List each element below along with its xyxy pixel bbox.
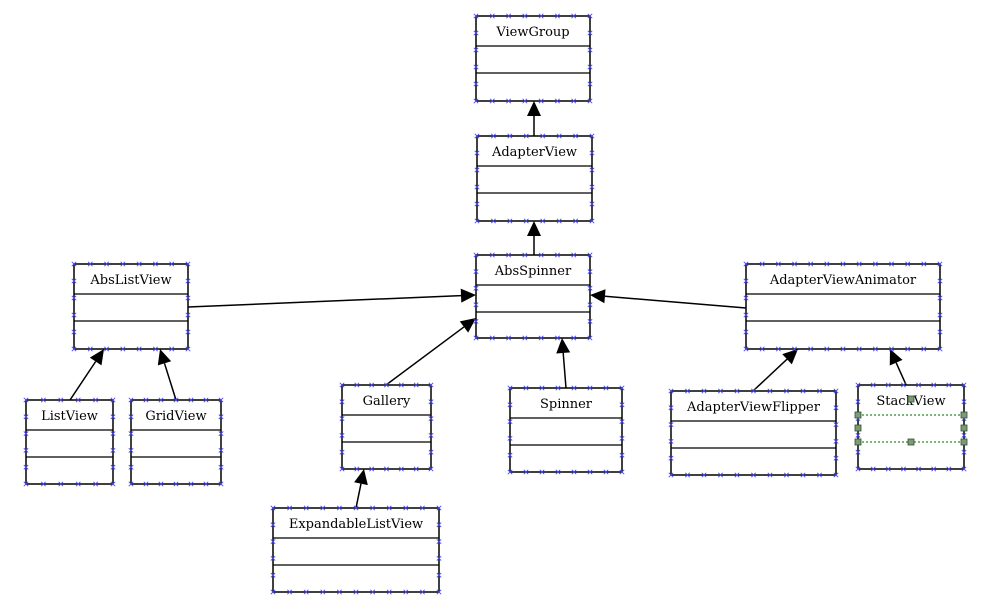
connection-points xyxy=(473,13,593,104)
connection-points xyxy=(855,382,967,472)
class-box-frame[interactable] xyxy=(475,254,591,339)
edge-list-view-to-abs-list-view[interactable] xyxy=(69,349,104,401)
generalization-line[interactable] xyxy=(604,295,747,309)
generalization-line[interactable] xyxy=(163,363,177,401)
class-name: GridView xyxy=(145,409,206,424)
generalization-line[interactable] xyxy=(385,326,465,386)
class-boxes: ViewGroupAdapterViewAbsSpinnerAbsListVie… xyxy=(23,13,968,595)
class-box-grid-view[interactable]: GridView xyxy=(128,397,224,487)
arrowhead-icon xyxy=(89,349,104,366)
class-box-frame[interactable] xyxy=(25,399,114,485)
class-box-frame[interactable] xyxy=(130,399,222,485)
generalization-edges xyxy=(69,101,913,509)
resize-handle[interactable] xyxy=(907,395,915,403)
class-name: AdapterView xyxy=(491,145,577,160)
class-box-adapter-view[interactable]: AdapterView xyxy=(474,133,595,224)
class-name: AbsListView xyxy=(89,273,171,288)
connection-points xyxy=(71,261,191,352)
resize-handle[interactable] xyxy=(960,424,968,432)
class-name: ListView xyxy=(41,409,98,424)
arrowhead-icon xyxy=(460,288,476,303)
resize-handle[interactable] xyxy=(854,411,862,419)
class-name: Gallery xyxy=(363,394,411,409)
class-box-list-view[interactable]: ListView xyxy=(23,397,116,487)
class-box-frame[interactable] xyxy=(745,263,941,350)
edge-spinner-to-abs-spinner[interactable] xyxy=(556,338,571,389)
connection-points xyxy=(128,397,224,487)
arrowhead-icon xyxy=(590,289,606,304)
class-name: Spinner xyxy=(540,397,593,412)
edge-adapter-view-animator-to-abs-spinner[interactable] xyxy=(590,289,747,309)
edge-abs-spinner-to-adapter-view[interactable] xyxy=(527,221,541,255)
resize-handle[interactable] xyxy=(907,438,915,446)
class-box-frame[interactable] xyxy=(476,135,593,222)
edge-adapter-view-to-view-group[interactable] xyxy=(527,101,541,136)
generalization-line[interactable] xyxy=(562,352,567,389)
class-box-frame[interactable] xyxy=(73,263,189,350)
generalization-line[interactable] xyxy=(355,483,362,509)
edge-abs-list-view-to-abs-spinner[interactable] xyxy=(187,288,476,308)
connection-points xyxy=(339,382,434,472)
arrowhead-icon xyxy=(527,101,541,116)
class-box-gallery[interactable]: Gallery xyxy=(339,382,434,472)
resize-handle[interactable] xyxy=(960,411,968,419)
class-box-abs-list-view[interactable]: AbsListView xyxy=(71,261,191,352)
class-box-expandable-list-view[interactable]: ExpandableListView xyxy=(270,505,442,595)
edge-grid-view-to-abs-list-view[interactable] xyxy=(157,349,177,401)
arrowhead-icon xyxy=(782,349,798,365)
class-box-frame[interactable] xyxy=(341,384,432,470)
class-box-view-group[interactable]: ViewGroup xyxy=(473,13,593,104)
arrowhead-icon xyxy=(527,221,541,236)
connection-points xyxy=(668,388,839,478)
edge-gallery-to-abs-spinner[interactable] xyxy=(385,318,476,386)
connection-points xyxy=(23,397,116,487)
class-box-frame[interactable] xyxy=(509,387,623,473)
connection-points xyxy=(473,252,593,341)
class-box-adapter-view-flipper[interactable]: AdapterViewFlipper xyxy=(668,388,839,478)
class-name: AdapterViewFlipper xyxy=(686,400,821,415)
resize-handle[interactable] xyxy=(854,424,862,432)
arrowhead-icon xyxy=(459,318,476,333)
generalization-line[interactable] xyxy=(187,294,462,308)
class-name: ExpandableListView xyxy=(289,517,423,532)
class-name: AdapterViewAnimator xyxy=(769,273,917,288)
class-box-frame[interactable] xyxy=(272,507,440,593)
connection-points xyxy=(743,261,943,352)
generalization-line[interactable] xyxy=(752,358,788,392)
class-box-frame[interactable] xyxy=(475,15,591,102)
class-box-spinner[interactable]: Spinner xyxy=(507,385,625,475)
connection-points xyxy=(474,133,595,224)
class-box-frame[interactable] xyxy=(670,390,837,476)
resize-handle[interactable] xyxy=(854,438,862,446)
edge-adapter-view-flipper-to-adapter-view-animator[interactable] xyxy=(752,349,798,392)
arrowhead-icon xyxy=(556,338,571,354)
generalization-line[interactable] xyxy=(69,361,97,401)
class-name: ViewGroup xyxy=(495,25,569,40)
class-box-adapter-view-animator[interactable]: AdapterViewAnimator xyxy=(743,261,943,352)
connection-points xyxy=(270,505,442,595)
edge-expandable-list-view-to-gallery[interactable] xyxy=(354,469,368,509)
arrowhead-icon xyxy=(889,349,903,366)
resize-handle[interactable] xyxy=(960,438,968,446)
arrowhead-icon xyxy=(354,469,368,486)
connection-points xyxy=(507,385,625,475)
class-box-stack-view[interactable]: StackView xyxy=(854,382,968,472)
class-box-abs-spinner[interactable]: AbsSpinner xyxy=(473,252,593,341)
class-name: AbsSpinner xyxy=(494,264,572,279)
arrowhead-icon xyxy=(157,349,172,366)
